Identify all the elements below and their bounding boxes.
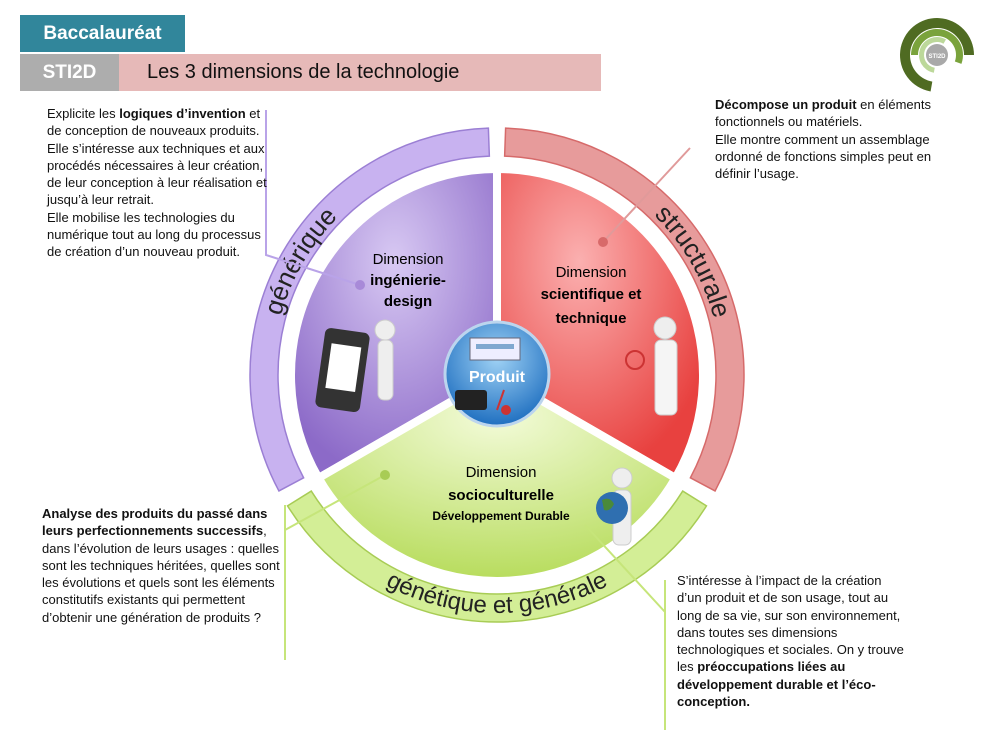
phone-figure-icon <box>315 319 396 413</box>
text-generique: Explicite les logiques d’invention et de… <box>47 105 267 261</box>
text-generale: S’intéresse à l’impact de la création d’… <box>677 572 909 710</box>
text-run: en éléments fonctionnels ou matériels. <box>715 97 931 130</box>
building-icon <box>469 337 521 361</box>
text-run: Explicite les <box>47 106 120 121</box>
earth-figure-icon <box>596 467 633 546</box>
paragraph: Analyse des produits du passé dans leurs… <box>42 505 282 626</box>
level-label: Baccalauréat <box>20 15 185 52</box>
paragraph: S’intéresse à l’impact de la création d’… <box>677 572 909 710</box>
paragraph: Elle s’intéresse aux techniques et aux p… <box>47 140 267 209</box>
sector-label-socioculturelle: socioculturelle <box>448 487 554 504</box>
track-label: STI2D <box>20 54 119 91</box>
text-run: S’intéresse à l’impact de la création d’… <box>677 573 904 675</box>
product-label: Produit <box>469 369 526 386</box>
sector-label-dimension: Dimension <box>466 464 537 481</box>
text-run: , dans l’évolution de leurs usages : que… <box>42 523 280 625</box>
callout-lines <box>265 110 691 730</box>
sector-label-dimension: Dimension <box>373 251 444 268</box>
page-title: Les 3 dimensions de la technologie <box>119 54 601 91</box>
sector-label-design: design <box>384 293 432 310</box>
ring-structurale <box>503 127 745 492</box>
paragraph: Elle mobilise les technologies du numéri… <box>47 209 267 261</box>
sector-label-ingenierie: ingénierie- <box>370 272 446 289</box>
ring-genetique-generale <box>286 490 708 623</box>
bold-text: préoccupations liées au développement du… <box>677 659 876 710</box>
bold-text: Analyse des produits du passé dans leurs… <box>42 506 268 539</box>
paragraph: Elle montre comment un assemblage ordonn… <box>715 131 970 183</box>
bold-text: Décompose un produit <box>715 97 857 112</box>
scooter-icon <box>455 389 511 415</box>
sector-label-technique: technique <box>556 310 627 327</box>
sector-label-developpement-durable: Développement Durable <box>432 509 570 523</box>
text-run: et de conception de nouveaux produits. <box>47 106 261 139</box>
text-run: Elle montre comment un assemblage ordonn… <box>715 131 932 182</box>
paragraph: Décompose un produit en éléments fonctio… <box>715 96 970 131</box>
sector-label-scientifique: scientifique et <box>541 286 642 303</box>
text-run: Elle mobilise les technologies du numéri… <box>47 209 261 260</box>
scientist-figure-icon <box>625 316 678 416</box>
ring-generique <box>249 127 491 492</box>
text-structurale: Décompose un produit en éléments fonctio… <box>715 96 970 182</box>
paragraph: Explicite les logiques d’invention et de… <box>47 105 267 140</box>
text-genetique: Analyse des produits du passé dans leurs… <box>42 505 282 626</box>
bold-text: logiques d’invention <box>119 106 246 121</box>
logo-text: STI2D <box>928 54 946 60</box>
sti2d-logo: STI2D <box>900 18 974 92</box>
sector-label-dimension: Dimension <box>556 264 627 281</box>
sector-socioculturelle <box>313 370 681 585</box>
text-run: Elle s’intéresse aux techniques et aux p… <box>47 140 267 208</box>
